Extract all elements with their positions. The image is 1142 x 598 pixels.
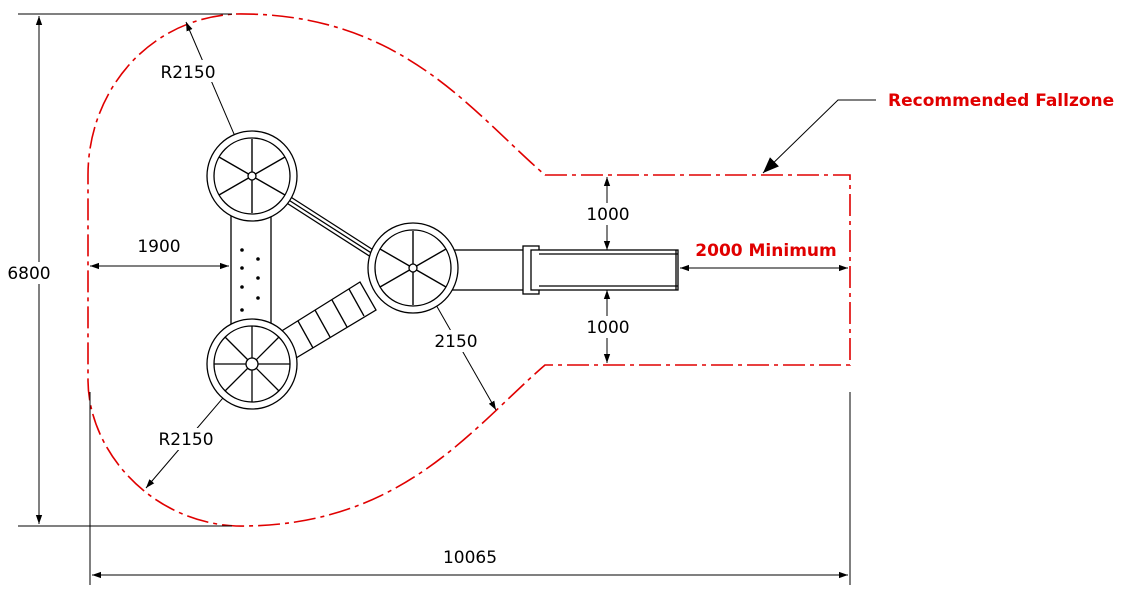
bottom-radius-dimension: R2150 <box>145 363 253 489</box>
width-dimension: 10065 <box>89 392 851 585</box>
slide <box>522 245 679 295</box>
walkway <box>230 204 272 336</box>
bottom-platform <box>206 318 298 410</box>
height-dimension: 6800 <box>4 13 232 527</box>
fallzone-callout: Recommended Fallzone <box>762 91 1114 174</box>
slide-bottom-clearance: 1000 <box>582 290 634 363</box>
minimum-label: 2000 Minimum <box>695 241 836 261</box>
slide-top-clearance: 1000 <box>582 177 634 250</box>
play-equipment <box>206 130 679 410</box>
minimum-dimension: 2000 Minimum <box>680 238 848 272</box>
mid-radius-label: 2150 <box>434 332 477 352</box>
width-label: 10065 <box>443 548 497 568</box>
fallzone-callout-label: Recommended Fallzone <box>888 91 1114 111</box>
top-platform <box>206 130 298 222</box>
top-radius-dimension: R2150 <box>160 21 253 177</box>
slide-bottom-clearance-label: 1000 <box>586 318 629 338</box>
height-label: 6800 <box>7 264 50 284</box>
slide-top-clearance-label: 1000 <box>586 205 629 225</box>
ladder <box>279 281 377 359</box>
left-offset-dimension: 1900 <box>90 237 229 270</box>
right-platform <box>367 222 459 314</box>
bottom-radius-label: R2150 <box>158 430 213 450</box>
top-radius-label: R2150 <box>160 63 215 83</box>
fallzone-boundary <box>87 13 851 527</box>
left-offset-label: 1900 <box>137 237 180 257</box>
slide-connector <box>451 249 527 291</box>
